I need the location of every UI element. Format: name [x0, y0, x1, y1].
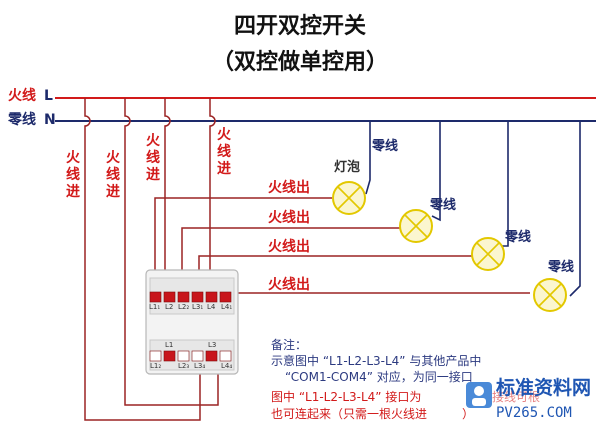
neutral-label-2: 零线: [430, 198, 457, 213]
neutral-label-4: 零线: [548, 260, 575, 275]
terminal-sub-label-3: L3₄: [194, 362, 206, 370]
bottom-terminals: [149, 350, 232, 362]
bulbs: [332, 181, 567, 312]
bulb-1-icon: [332, 181, 366, 215]
terminal-sub-label-1: L1₂: [150, 362, 162, 370]
title-line-1: 四开双控开关: [233, 14, 366, 39]
live-in-label-1: 火线进: [66, 150, 80, 200]
live-out-label-2: 火线出: [268, 210, 310, 226]
live-out-label-1: 火线出: [268, 180, 310, 196]
neutral-label-1: 零线: [372, 139, 399, 154]
bulb-2-icon: [399, 209, 433, 243]
terminal-label-top-1: L1₁: [149, 303, 161, 311]
live-bus-label: 火线: [8, 88, 36, 104]
live-out-label-4: 火线出: [268, 277, 310, 293]
note-line-1: 示意图中 “L1-L2-L3-L4” 与其他产品中: [271, 354, 482, 368]
live-in-label-4: 火线进: [217, 127, 231, 177]
note-line-4b: ）: [462, 407, 475, 421]
live-in-wires: [84, 98, 219, 421]
title-line-2: （双控做单控用）: [211, 50, 388, 75]
neutral-label-3: 零线: [505, 230, 532, 245]
neutral-wires: [365, 121, 581, 297]
bulb-label: 灯泡: [334, 160, 361, 175]
live-out-label-3: 火线出: [268, 239, 310, 255]
neutral-bus-label: 零线: [8, 112, 36, 128]
bulb-3-icon: [471, 237, 505, 271]
terminal-label-top-6: L4₁: [221, 303, 233, 311]
terminal-label-top-5: L4: [207, 303, 216, 311]
terminal-sub-label-2: L2₃: [178, 362, 190, 370]
terminal-label-top-4: L3₁: [192, 303, 204, 311]
note-heading: 备注：: [271, 338, 308, 352]
live-in-label-3: 火线进: [146, 133, 160, 183]
note-line-3b: 接线可根: [492, 390, 541, 404]
terminal-label-top-3: L2₂: [178, 303, 190, 311]
terminal-label-bottom-1: L1: [165, 341, 174, 349]
watermark-text: 标准资料网: [496, 377, 592, 399]
terminal-label-bottom-2: L3: [208, 341, 217, 349]
watermark-url: PV265.COM: [496, 405, 572, 421]
note-line-2: “COM1-COM4” 对应，为同一接口: [285, 370, 473, 384]
terminal-sub-label-4: L4₄: [221, 362, 233, 370]
note-line-3a: 图中 “L1-L2-L3-L4” 接口为: [271, 390, 422, 404]
switch-module: [145, 269, 239, 375]
top-terminals: [149, 291, 232, 303]
terminal-label-top-2: L2: [165, 303, 174, 311]
live-in-label-2: 火线进: [106, 150, 120, 200]
watermark-logo-icon: [466, 382, 492, 408]
bulb-4-icon: [533, 278, 567, 312]
note-line-4: 也可连起来（只需一根火线进: [271, 407, 428, 421]
live-bus-letter: L: [44, 88, 53, 104]
neutral-bus-letter: N: [44, 112, 56, 128]
